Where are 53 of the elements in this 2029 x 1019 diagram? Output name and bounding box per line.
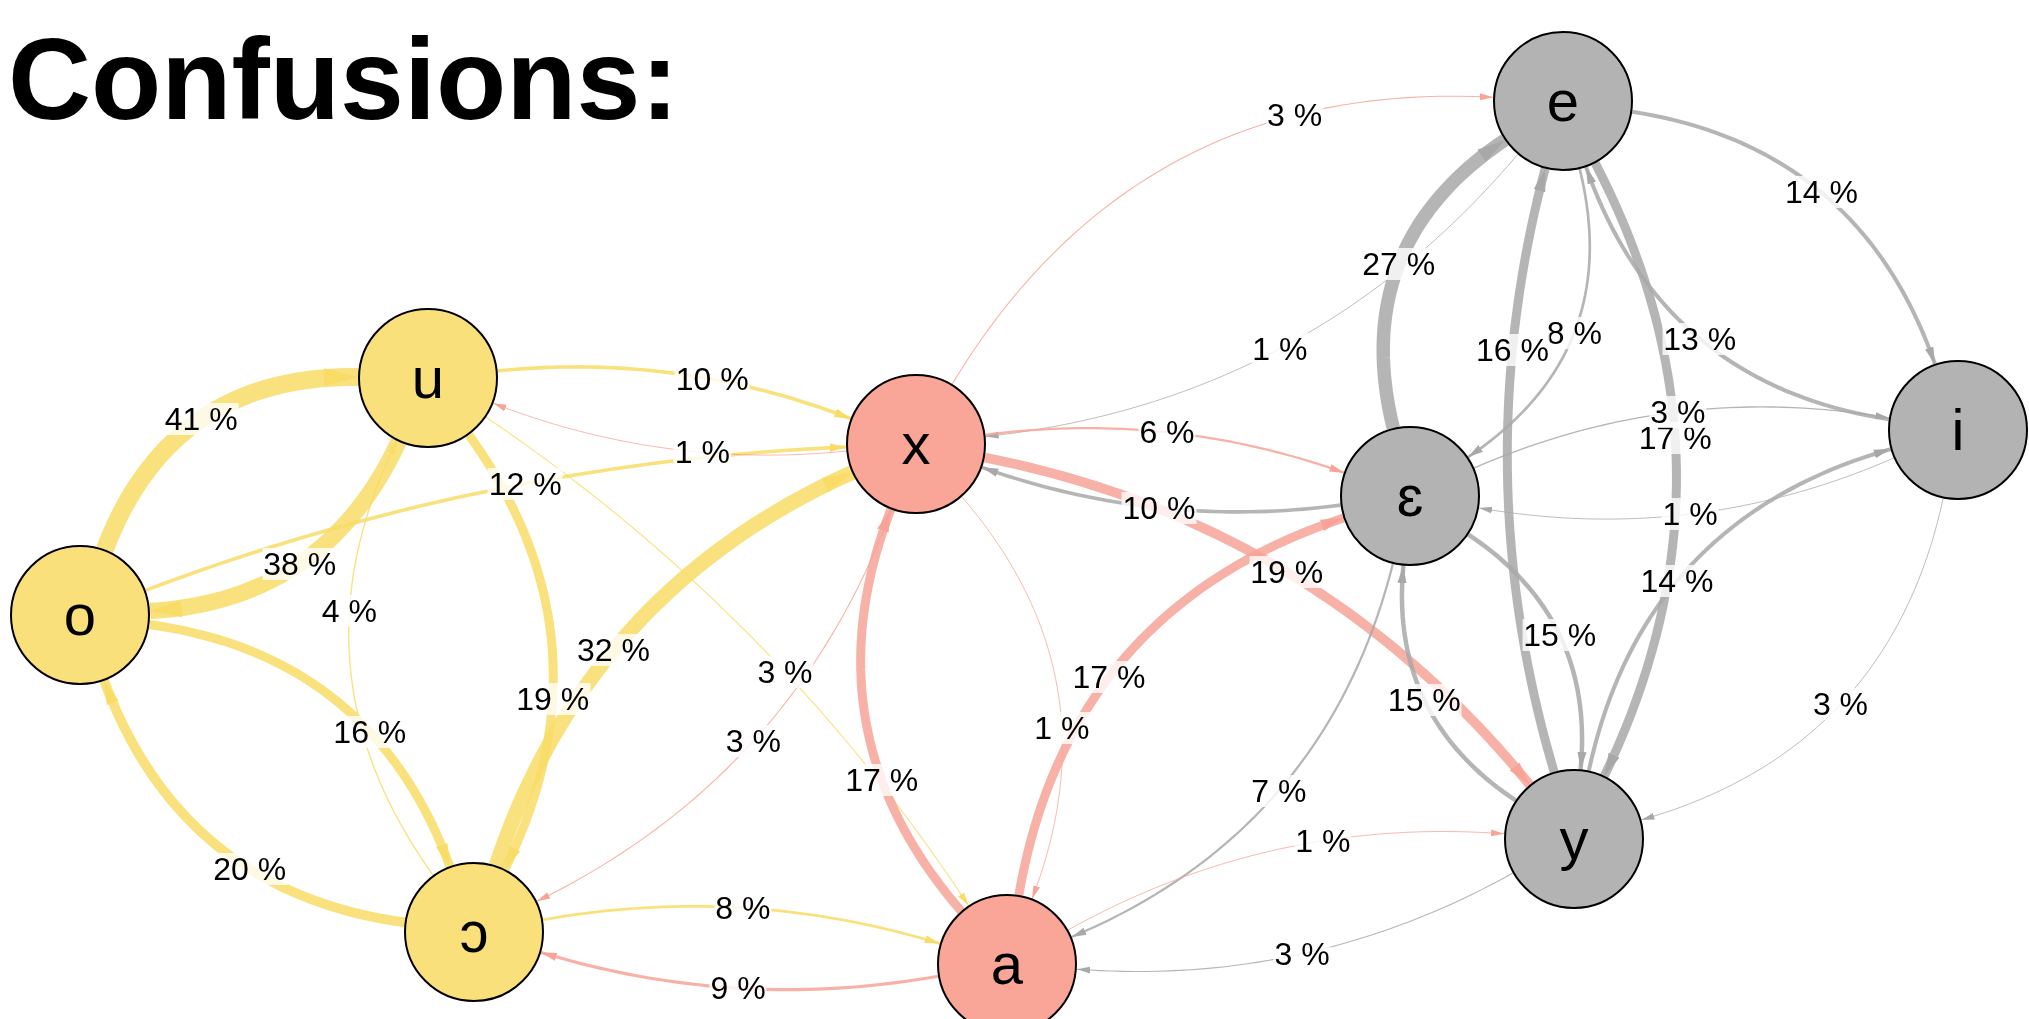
edge-label: 3 % [1811, 688, 1870, 721]
arrow [96, 368, 358, 553]
edge-label: 10 % [1121, 491, 1197, 524]
node-circle [937, 894, 1077, 1019]
edge-label: 19 % [515, 683, 591, 716]
title: Confusions: [8, 22, 679, 137]
arrow [1584, 166, 1890, 422]
edge-label: 32 % [576, 633, 651, 666]
node-label: i [1951, 401, 1965, 459]
edge-label: 16 % [332, 715, 408, 748]
arrow [1014, 513, 1345, 896]
arrow [148, 620, 454, 868]
edge-label: 12 % [487, 467, 563, 500]
arrow [856, 507, 965, 914]
arrow [1071, 563, 1394, 938]
node-label: x [901, 415, 931, 473]
edge-label: 20 % [212, 853, 288, 885]
arrow [1376, 134, 1509, 430]
node-label: ɛ [1396, 467, 1424, 525]
arrow [149, 438, 407, 620]
edge-label: 1 % [1251, 332, 1309, 365]
node-label: e [1546, 72, 1580, 130]
edge-label: 27 % [1361, 248, 1437, 281]
edge-label: 1 % [1033, 711, 1091, 744]
edge-label: 1 % [1661, 498, 1719, 531]
edge-label: 15 % [1522, 619, 1598, 652]
edge-label: 41 % [163, 403, 239, 435]
edge-label: 3 % [724, 724, 782, 757]
edge-label: 17 % [844, 764, 920, 797]
arrow [1467, 532, 1587, 770]
edge-label: 14 % [1639, 565, 1715, 598]
arrow [1397, 565, 1517, 803]
edge-label: 8 % [1545, 316, 1603, 349]
edge-label: 7 % [1250, 774, 1308, 807]
node-label: u [411, 349, 445, 407]
arrow [465, 432, 558, 872]
arrow [1586, 447, 1892, 772]
arrow [489, 465, 856, 869]
node-label: ɔ [459, 903, 489, 961]
edge-label: 38 % [262, 547, 338, 580]
edge-label: 17 % [1071, 661, 1147, 694]
arrow [1631, 109, 1937, 365]
edge-label: 3 % [1649, 395, 1707, 428]
edge-label: 3 % [756, 655, 814, 688]
node-label: o [63, 586, 97, 644]
arrow [1502, 167, 1559, 774]
arrow [99, 678, 406, 928]
edge-label: 4 % [320, 594, 378, 627]
arrow [1467, 168, 1592, 459]
edge-label: 13 % [1662, 322, 1738, 355]
node-label: a [990, 935, 1024, 993]
arrow [951, 93, 1494, 385]
edge-label: 19 % [1249, 556, 1325, 589]
